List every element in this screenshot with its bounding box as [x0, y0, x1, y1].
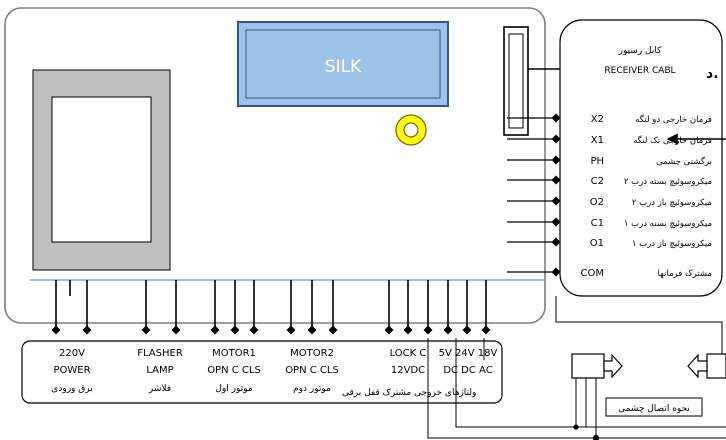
bottom-terminal-6	[230, 325, 240, 335]
receiver-connector	[503, 26, 578, 136]
terminal-label-x2: فرمان خارجی دو لنگه	[635, 114, 712, 125]
receiver-label-en: RECEIVER CABL	[604, 66, 675, 76]
photocell-wiring	[427, 296, 726, 439]
photocell-receiver-icon	[687, 353, 726, 379]
terminal-code-c2: C2	[591, 176, 604, 187]
bottom-group-1-line1: 220V	[59, 348, 85, 359]
bottom-terminal-box	[21, 340, 503, 404]
lcd-display: SILK	[237, 21, 449, 107]
bottom-footer-text: ولتاژهای خروجی مشترک قفل برقی	[342, 387, 476, 398]
bottom-terminal-5	[210, 325, 220, 335]
terminal-code-x1: X1	[591, 135, 604, 146]
receiver-label-fa: کابل رسیور	[618, 46, 663, 56]
bottom-terminal-4	[171, 325, 181, 335]
terminal-label-c1: میکروسوئیچ بسته درب ۱	[624, 219, 712, 229]
terminal-c1	[551, 217, 561, 227]
transformer	[32, 69, 171, 271]
terminal-label-o2: میکروسوئیچ باز درب ۲	[632, 198, 712, 208]
terminal-code-ph: PH	[590, 156, 604, 167]
terminal-label-ph: برگشتی چشمی	[656, 156, 712, 167]
bottom-group-1-line2: POWER	[53, 365, 90, 376]
right-terminal-box	[559, 19, 723, 297]
status-ring	[395, 114, 427, 146]
bottom-group-6-line2: DC DC AC	[443, 365, 492, 376]
bottom-terminal-14	[443, 325, 453, 335]
terminal-label-com: مشترک فرمانها	[658, 269, 712, 279]
photocell-transmitter-icon	[571, 353, 623, 379]
bottom-terminal-9	[307, 325, 317, 335]
bottom-terminal-10	[328, 325, 338, 335]
terminal-code-x2: X2	[591, 114, 604, 125]
bottom-group-2-line1: FLASHER	[137, 348, 183, 359]
bottom-group-2-line3: فلاشر	[148, 384, 171, 394]
bottom-terminal-7	[249, 325, 259, 335]
bottom-group-4-line2: OPN C CLS	[285, 365, 339, 376]
terminal-label-c2: میکروسوئیچ بسته درب ۲	[624, 177, 712, 187]
bottom-terminal-8	[286, 325, 296, 335]
bottom-group-3-line1: MOTOR1	[212, 348, 256, 359]
bottom-group-4-line3: موتور دوم	[293, 384, 331, 394]
terminal-x2	[551, 113, 561, 123]
bottom-group-3-line3: موتور اول	[215, 384, 252, 394]
bottom-group-4-line1: MOTOR2	[290, 348, 334, 359]
cut-off-label: د.	[706, 66, 719, 82]
bottom-terminal-15	[462, 325, 472, 335]
terminal-com	[551, 267, 561, 277]
bottom-group-5-line2: 12VDC	[391, 365, 425, 376]
terminal-x1	[551, 134, 561, 144]
terminal-c2	[551, 175, 561, 185]
photocell-label: نحوه اتصال چشمی	[618, 404, 690, 414]
terminal-code-o2: O2	[590, 197, 604, 208]
junction-dot	[592, 434, 600, 440]
bottom-group-5-line1: LOCK C	[390, 348, 427, 359]
junction-dot	[573, 424, 579, 430]
bottom-terminal-3	[141, 325, 151, 335]
terminal-code-c1: C1	[591, 218, 604, 229]
bottom-terminal-2	[82, 325, 92, 335]
bottom-group-3-line2: OPN C CLS	[207, 365, 261, 376]
terminal-o2	[551, 196, 561, 206]
bottom-terminal-16	[481, 325, 491, 335]
bottom-group-6-line1: 5V 24V 18V	[439, 348, 498, 359]
display-label: SILK	[325, 57, 362, 77]
photocell-label-box	[605, 397, 703, 417]
terminal-code-o1: O1	[590, 238, 604, 249]
bottom-terminal-13	[423, 325, 433, 335]
terminal-label-o1: میکروسوئیچ باز درب ۱	[632, 239, 712, 249]
terminal-ph	[551, 155, 561, 165]
terminal-code-com: COM	[581, 268, 604, 279]
bottom-group-2-line2: LAMP	[146, 365, 173, 376]
terminal-o1	[551, 237, 561, 247]
terminal-label-x1: فرمان خارجی تک لنگه	[633, 135, 712, 146]
bottom-terminal-12	[403, 325, 413, 335]
bottom-group-1-line3: برق ورودی	[51, 384, 92, 394]
bottom-terminal-11	[384, 325, 394, 335]
bottom-terminal-1	[51, 325, 61, 335]
